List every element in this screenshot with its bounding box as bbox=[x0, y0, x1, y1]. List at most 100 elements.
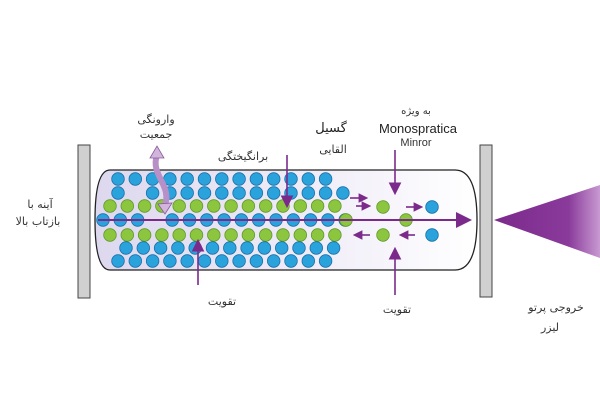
ground-atom-green bbox=[137, 228, 152, 242]
excited-atom-blue bbox=[318, 186, 333, 200]
excited-atom-blue bbox=[215, 186, 229, 200]
ground-atom-green bbox=[310, 199, 325, 213]
excited-atom-blue bbox=[249, 172, 264, 186]
label-emission-2: القایی bbox=[319, 143, 347, 156]
excited-atom-blue bbox=[318, 254, 333, 268]
ground-atom-green bbox=[207, 199, 221, 213]
label-inversion-2: جمعیت bbox=[139, 128, 173, 141]
ground-atom-green bbox=[276, 228, 290, 242]
excited-atom-blue bbox=[180, 254, 194, 268]
label-excitation: برانگیختگی bbox=[217, 150, 269, 163]
excited-atom-blue bbox=[153, 241, 168, 255]
excited-atom-blue bbox=[267, 172, 281, 186]
excited-atom-blue bbox=[249, 186, 264, 200]
ground-atom-green bbox=[241, 199, 256, 213]
ground-atom-green bbox=[259, 199, 273, 213]
excited-atom-blue bbox=[197, 254, 212, 268]
excited-atom-blue bbox=[232, 254, 246, 268]
ground-atom-green bbox=[259, 228, 273, 242]
excited-atom-blue bbox=[128, 254, 143, 268]
ground-atom-green bbox=[310, 228, 325, 242]
label-amplify-left: تقویت bbox=[207, 295, 237, 308]
excited-atom-blue bbox=[232, 186, 246, 200]
label-mirror-2: بازتاب بالا bbox=[15, 215, 61, 228]
label-output-2: لیزر bbox=[540, 321, 560, 334]
excited-atom-blue bbox=[171, 241, 185, 255]
right-mirror bbox=[479, 144, 493, 298]
ground-atom-green bbox=[103, 228, 117, 242]
ground-atom-green bbox=[207, 228, 221, 242]
excited-atom-blue bbox=[145, 254, 160, 268]
excited-atom-blue bbox=[188, 241, 202, 255]
excited-atom-blue bbox=[425, 228, 439, 242]
ground-atom-green bbox=[224, 199, 238, 213]
pump-arrows bbox=[191, 150, 424, 295]
left-mirror bbox=[77, 144, 91, 299]
excited-atom-blue bbox=[180, 186, 194, 200]
excited-atom-blue bbox=[249, 254, 264, 268]
excited-atom-blue bbox=[318, 172, 333, 186]
excited-atom-blue bbox=[326, 241, 341, 255]
excited-atom-blue bbox=[301, 254, 316, 268]
ground-atom-green bbox=[172, 228, 186, 242]
excited-atom-blue bbox=[128, 172, 143, 186]
excited-atom-blue bbox=[284, 172, 298, 186]
excited-atom-blue bbox=[267, 254, 281, 268]
excited-atom-blue bbox=[136, 241, 151, 255]
label-amplify-right: تقویت bbox=[382, 303, 412, 316]
ground-atom-green bbox=[103, 199, 117, 213]
excited-atom-blue bbox=[197, 186, 212, 200]
ground-atom-green bbox=[172, 199, 186, 213]
excited-atom-blue bbox=[215, 254, 229, 268]
label-minror: Minror bbox=[400, 137, 432, 149]
excited-atom-blue bbox=[267, 186, 281, 200]
ground-atom-green bbox=[241, 228, 256, 242]
ground-atom-green bbox=[120, 199, 135, 213]
ground-atom-green bbox=[328, 228, 342, 242]
excited-atom-blue bbox=[292, 241, 306, 255]
ground-atom-green bbox=[155, 228, 169, 242]
excited-atom-blue bbox=[275, 241, 289, 255]
excited-atom-blue bbox=[111, 186, 125, 200]
ground-atom-green bbox=[328, 199, 342, 213]
excited-atom-blue bbox=[163, 254, 177, 268]
ground-atom-green bbox=[120, 228, 135, 242]
ground-atom-green bbox=[189, 199, 204, 213]
excited-atom-blue bbox=[257, 241, 272, 255]
laser-output-beam bbox=[494, 185, 600, 258]
ground-atom-green bbox=[293, 228, 308, 242]
ground-atom-green bbox=[376, 200, 390, 214]
excited-atom-blue bbox=[180, 172, 194, 186]
excited-atom-blue bbox=[197, 172, 212, 186]
label-inversion-1: وارونگی bbox=[137, 113, 175, 126]
excited-atom-blue bbox=[119, 241, 133, 255]
excited-atom-blue bbox=[301, 186, 316, 200]
excited-atom-blue bbox=[309, 241, 324, 255]
label-output-1: خروجی پرتو bbox=[528, 301, 584, 314]
excited-atom-blue bbox=[205, 241, 220, 255]
excited-atom-blue bbox=[145, 186, 160, 200]
label-monospratica: Monospratica bbox=[378, 121, 458, 136]
label-mirror-1: آینه با bbox=[27, 198, 53, 211]
population-inversion-arrow bbox=[152, 154, 170, 206]
population-inversion-arrow-head-bottom bbox=[157, 202, 173, 215]
ground-atom-green bbox=[137, 199, 152, 213]
excited-atom-blue bbox=[240, 241, 254, 255]
label-emission-1: گسیل bbox=[315, 121, 347, 136]
ground-atom-green bbox=[293, 199, 308, 213]
excited-atom-blue bbox=[301, 172, 316, 186]
ground-atom-green bbox=[224, 228, 238, 242]
excited-atom-blue bbox=[336, 186, 350, 200]
population-inversion-arrow-head-top bbox=[149, 145, 165, 159]
ground-atom-green bbox=[189, 228, 204, 242]
excited-atom-blue bbox=[111, 254, 125, 268]
excited-atom-blue bbox=[425, 200, 439, 214]
label-special: به ویژه bbox=[401, 106, 431, 117]
excited-atom-blue bbox=[232, 172, 246, 186]
excited-atom-blue bbox=[215, 172, 229, 186]
excited-atom-blue bbox=[111, 172, 125, 186]
ground-atom-green bbox=[376, 228, 390, 242]
excited-atom-blue bbox=[284, 254, 298, 268]
